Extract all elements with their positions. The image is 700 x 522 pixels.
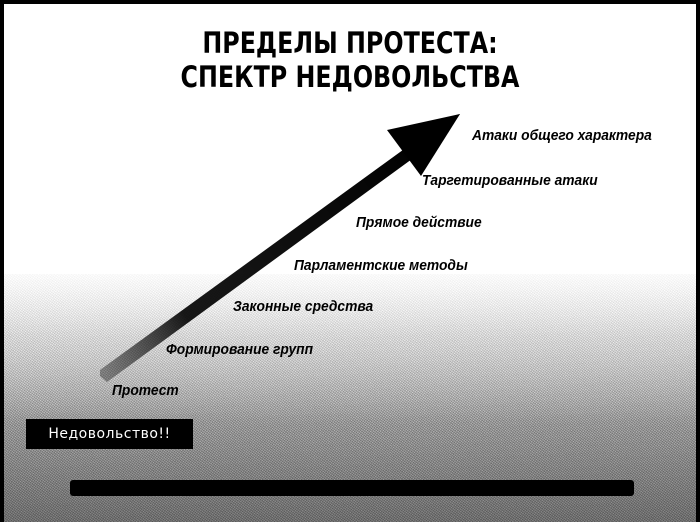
step-group-formation: Формирование групп: [166, 341, 314, 358]
title-line-1: ПРЕДЕЛЫ ПРОТЕСТА:: [202, 26, 498, 60]
title-line-2: СПЕКТР НЕДОВОЛЬСТВА: [180, 60, 520, 94]
step-targeted-attacks: Таргетированные атаки: [422, 172, 598, 189]
slide-title: ПРЕДЕЛЫ ПРОТЕСТА: СПЕКТР НЕДОВОЛЬСТВА: [66, 26, 633, 94]
step-legal-means: Законные средства: [233, 298, 374, 315]
discontent-box: Недовольство!!: [26, 419, 193, 449]
escalation-arrow-icon: [100, 114, 460, 382]
step-direct-action: Прямое действие: [356, 214, 482, 231]
footnote-caption: [70, 480, 634, 496]
step-protest: Протест: [112, 382, 179, 399]
discontent-label: Недовольство!!: [48, 426, 171, 442]
step-general-attacks: Атаки общего характера: [472, 127, 652, 144]
step-parliamentary-methods: Парламентские методы: [294, 257, 468, 274]
